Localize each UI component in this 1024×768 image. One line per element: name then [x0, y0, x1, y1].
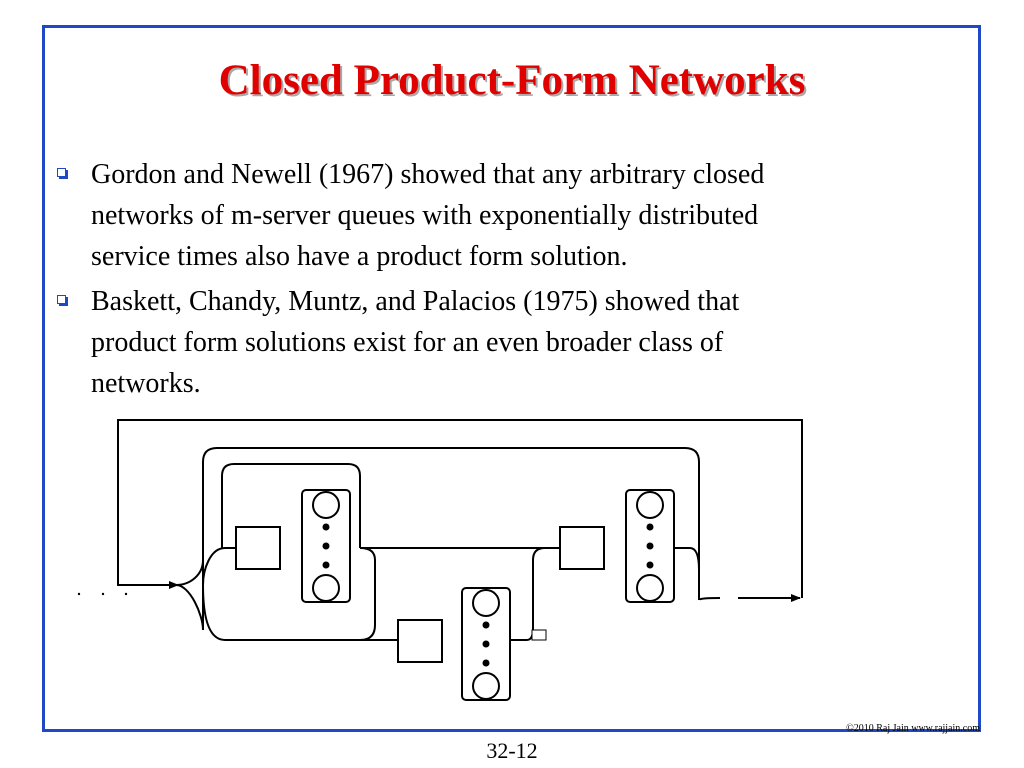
slide-title: Closed Product-Form Networks [218, 57, 806, 104]
fork-left-curve-top [202, 547, 226, 586]
feedback-loop-line [117, 419, 803, 598]
square-bullet-icon [57, 168, 66, 177]
queue-buffer-2 [397, 619, 443, 663]
queue-buffer-1 [235, 526, 281, 570]
bullet-item: Gordon and Newell (1967) showed that any… [52, 154, 932, 277]
bypass-inner [221, 463, 361, 548]
bypass-outer [202, 447, 700, 585]
fork-left-curve-bottom [202, 584, 226, 641]
fork-left [175, 559, 204, 631]
bullet-item: Baskett, Chandy, Muntz, and Palacios (19… [52, 281, 932, 404]
bullet-text: Gordon and Newell (1967) showed that any… [91, 159, 765, 272]
copyright-notice: ©2010 Raj Jain www.rajjain.com [846, 723, 980, 734]
q2-out-line [510, 547, 546, 641]
bullet-list: Gordon and Newell (1967) showed that any… [52, 154, 932, 408]
queue-buffer-3 [559, 526, 605, 570]
bullet-text: Baskett, Chandy, Muntz, and Palacios (19… [91, 286, 740, 399]
slide-frame [42, 25, 981, 732]
square-bullet-icon [57, 295, 66, 304]
right-fork [662, 547, 721, 601]
page-number: 32-12 [486, 738, 538, 763]
